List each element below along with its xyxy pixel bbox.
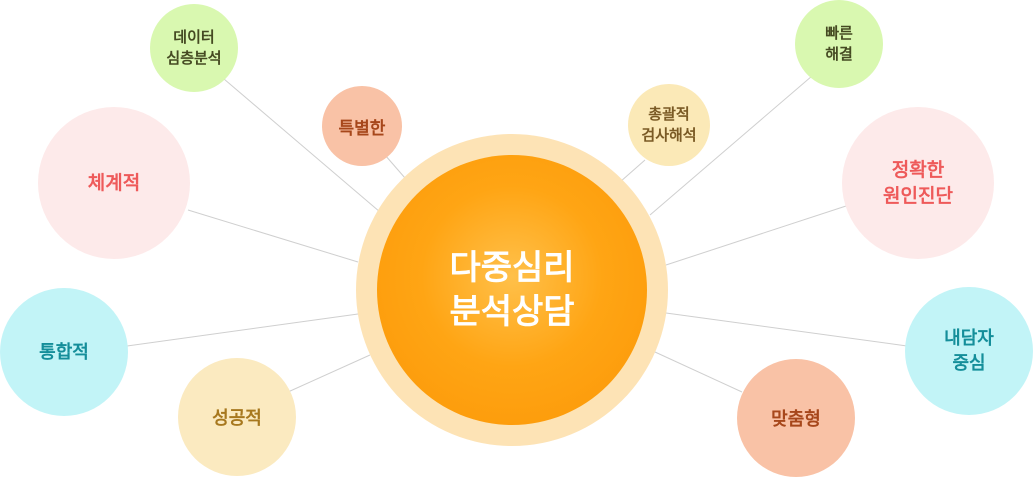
node-accurate-diagnosis: 정확한 원인진단 xyxy=(842,107,994,259)
node-label: 맞춤형 xyxy=(771,409,821,430)
connector-successful xyxy=(287,354,371,393)
connector-customized xyxy=(654,351,743,393)
connector-special xyxy=(384,154,406,179)
node-systematic: 체계적 xyxy=(38,107,190,259)
node-integrated: 통합적 xyxy=(0,288,128,416)
node-label: 특별한 xyxy=(338,118,386,139)
node-data-analysis: 데이터 심층분석 xyxy=(150,4,238,92)
node-comprehensive-test: 총괄적 검사해석 xyxy=(628,84,710,166)
center-node: 다중심리 분석상담 xyxy=(377,155,647,425)
connector-data-analysis xyxy=(223,78,381,213)
node-client-centered: 내담자 중심 xyxy=(905,287,1033,415)
node-quick-resolution: 빠른 해결 xyxy=(795,0,883,88)
node-label: 총괄적 검사해석 xyxy=(641,105,697,144)
connector-client-centered xyxy=(665,312,908,347)
node-label: 데이터 심층분석 xyxy=(166,28,222,67)
node-label: 체계적 xyxy=(87,172,141,194)
connector-comprehensive-test xyxy=(619,159,646,183)
connector-integrated xyxy=(126,313,359,347)
connector-systematic xyxy=(187,209,359,263)
node-label: 빠른 해결 xyxy=(825,24,853,63)
node-label: 성공적 xyxy=(212,408,262,429)
node-special: 특별한 xyxy=(322,86,402,166)
center-label: 다중심리 분석상담 xyxy=(449,248,575,332)
node-label: 통합적 xyxy=(39,341,89,363)
connector-accurate-diagnosis xyxy=(665,205,847,266)
node-label: 내담자 중심 xyxy=(944,328,994,374)
connector-quick-resolution xyxy=(649,75,813,216)
node-label: 정확한 원인진단 xyxy=(883,159,953,207)
node-customized: 맞춤형 xyxy=(737,359,855,477)
node-successful: 성공적 xyxy=(178,358,296,476)
